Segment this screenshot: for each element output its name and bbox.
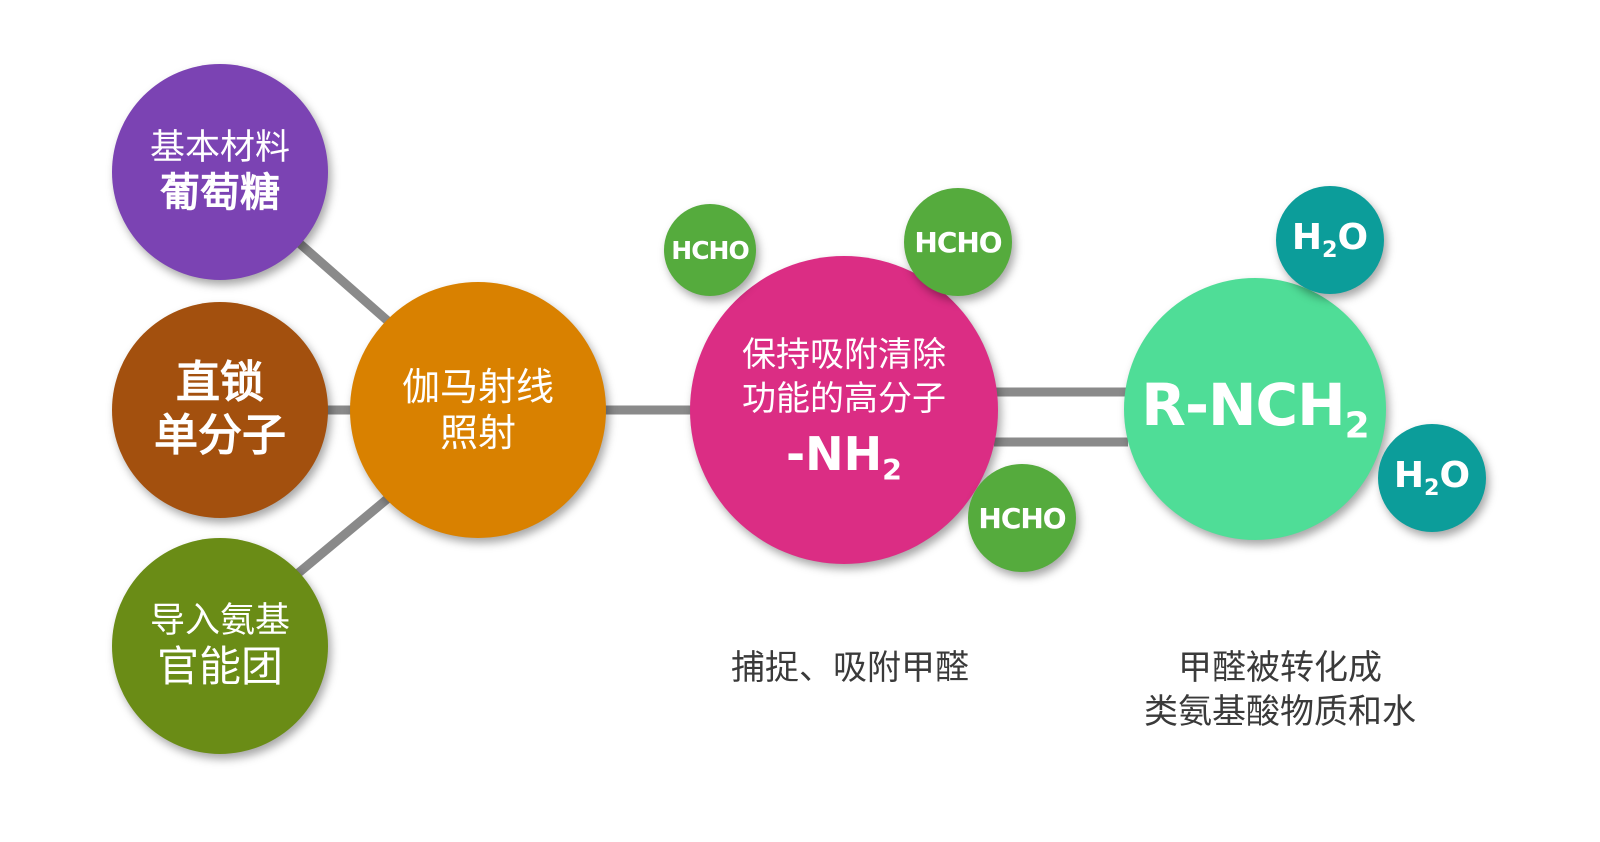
node-hcho-2-label: HCHO [914,225,1002,259]
node-hcho-1: HCHO [664,204,756,296]
connector-olive-orange [287,486,401,584]
node-polymer: 保持吸附清除 功能的高分子 -NH2 [690,256,998,564]
node-water-1-h: H [1291,217,1322,259]
node-water-1-o: O [1337,217,1369,259]
node-straight-chain: 直锁 单分子 [112,302,328,518]
node-water-2-formula: H2O [1394,455,1470,501]
connector-purple-orange [287,231,401,334]
caption-capture-text: 捕捉、吸附甲醛 [731,648,969,688]
node-gamma-irradiation: 伽马射线 照射 [350,282,606,538]
node-polymer-line1: 保持吸附清除 [742,334,946,375]
node-straight-chain-line2: 单分子 [154,410,286,461]
node-amino-group: 导入氨基 官能团 [112,538,328,754]
node-base-material-label: 基本材料 [149,128,290,169]
node-hcho-3: HCHO [968,464,1076,572]
node-water-2-o: O [1439,455,1471,497]
caption-convert: 甲醛被转化成 类氨基酸物质和水 [1090,646,1470,734]
node-water-2-sub: 2 [1424,474,1440,501]
node-hcho-1-label: HCHO [671,235,749,265]
node-product-formula-sub: 2 [1344,405,1370,447]
node-water-1: H2O [1276,186,1384,294]
node-amino-group-line1: 导入氨基 [149,600,290,641]
node-hcho-2: HCHO [904,188,1012,296]
node-base-material: 基本材料 葡萄糖 [112,64,328,280]
node-polymer-formula-main: -NH [786,427,883,482]
node-amino-group-line2: 官能团 [156,641,283,691]
node-product: R-NCH2 [1124,278,1386,540]
node-water-1-formula: H2O [1292,217,1368,263]
caption-capture: 捕捉、吸附甲醛 [680,646,1020,690]
node-gamma-irradiation-line1: 伽马射线 [401,364,554,409]
node-gamma-irradiation-line2: 照射 [439,411,516,455]
node-base-material-value: 葡萄糖 [160,169,280,216]
node-polymer-formula-sub: 2 [882,454,902,488]
caption-convert-line2: 类氨基酸物质和水 [1144,692,1416,733]
node-water-1-sub: 2 [1322,236,1338,263]
caption-convert-line1: 甲醛被转化成 [1178,648,1382,688]
node-straight-chain-line1: 直锁 [176,357,264,409]
node-water-2-h: H [1393,455,1424,497]
node-product-formula: R-NCH2 [1141,371,1370,447]
node-hcho-3-label: HCHO [978,501,1066,535]
node-product-formula-main: R-NCH [1141,371,1345,440]
node-polymer-line2: 功能的高分子 [742,379,946,420]
node-water-2: H2O [1378,424,1486,532]
node-polymer-formula: -NH2 [786,427,902,487]
